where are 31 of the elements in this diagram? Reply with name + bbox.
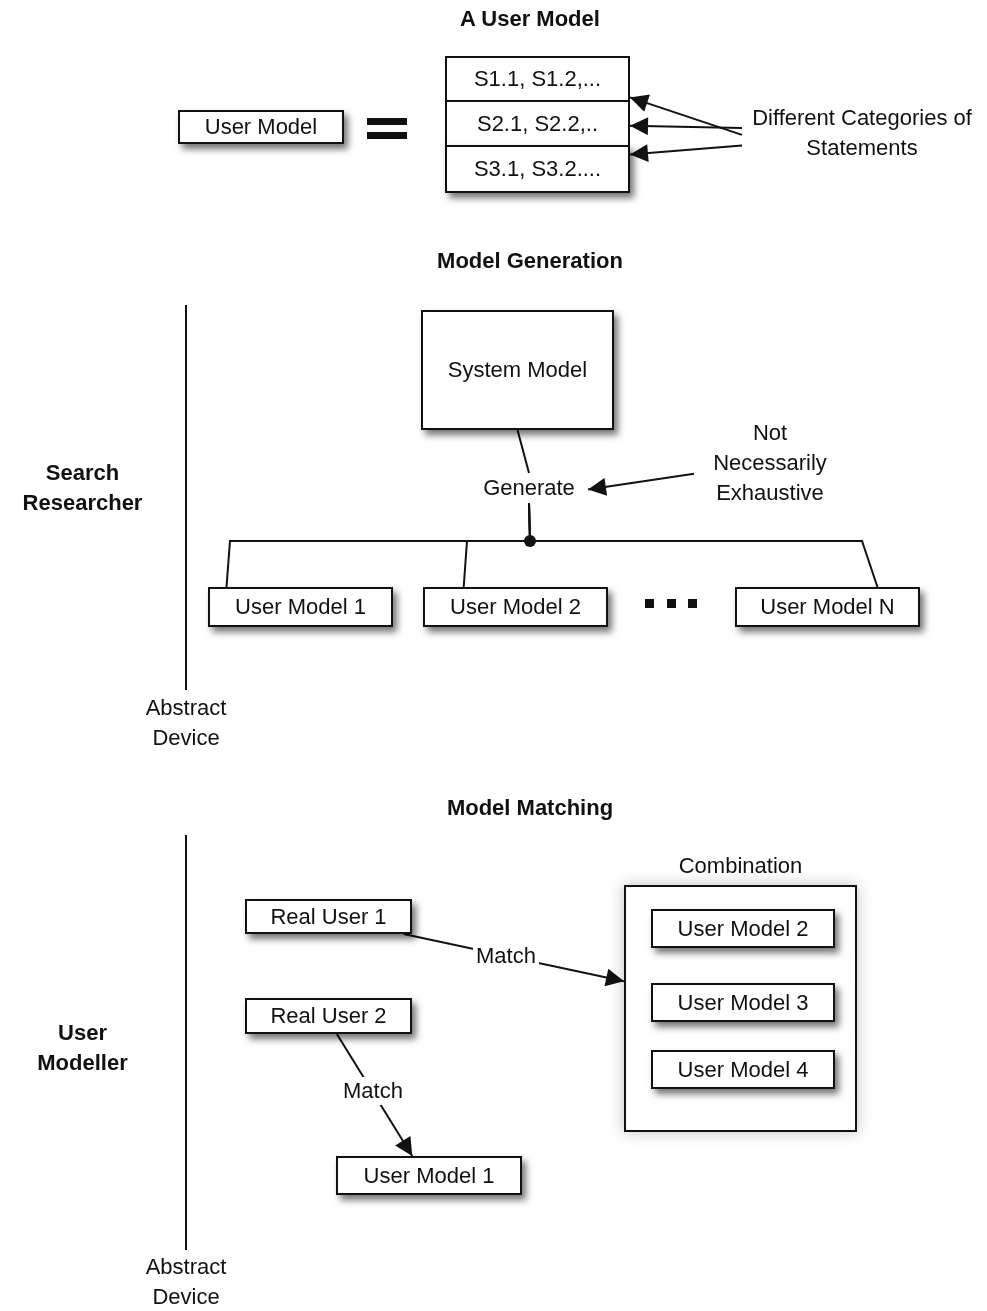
process-box: User Model 3 [651,983,835,1022]
step-label: Generate [483,474,575,502]
role-label: Search Researcher [21,459,144,517]
arrow [629,144,743,163]
process-box: User Model 1 [208,587,393,627]
device-label: Abstract Device [144,694,228,752]
arrow [587,472,695,496]
process-box: Real User 1 [245,899,412,934]
process-box: S2.1, S2.2,.. [445,100,630,147]
section-heading: Model Generation [436,247,624,275]
note-text: Different Categories of Statements [751,104,973,162]
arrow [629,94,743,136]
process-box: Real User 2 [245,998,412,1034]
process-box: User Model 1 [336,1156,522,1195]
process-box: S1.1, S1.2,... [445,56,630,102]
role-label: User Modeller [36,1019,129,1077]
connector-line [528,502,879,588]
section-heading: Model Matching [445,794,615,822]
process-box: User Model 2 [651,909,835,948]
connector-line [516,429,530,474]
process-box: User Model [178,110,344,144]
diagram-title: A User Model [459,5,601,33]
group-heading: Combination [677,852,804,880]
process-box: System Model [421,310,614,430]
device-label: Abstract Device [144,1253,228,1311]
note-text: Not Necessarily Exhaustive [712,419,828,507]
process-box: User Model 2 [423,587,608,627]
process-box: User Model 4 [651,1050,835,1089]
process-box: S3.1, S3.2.... [445,145,630,193]
process-box: User Model N [735,587,920,627]
arrow [629,117,743,136]
